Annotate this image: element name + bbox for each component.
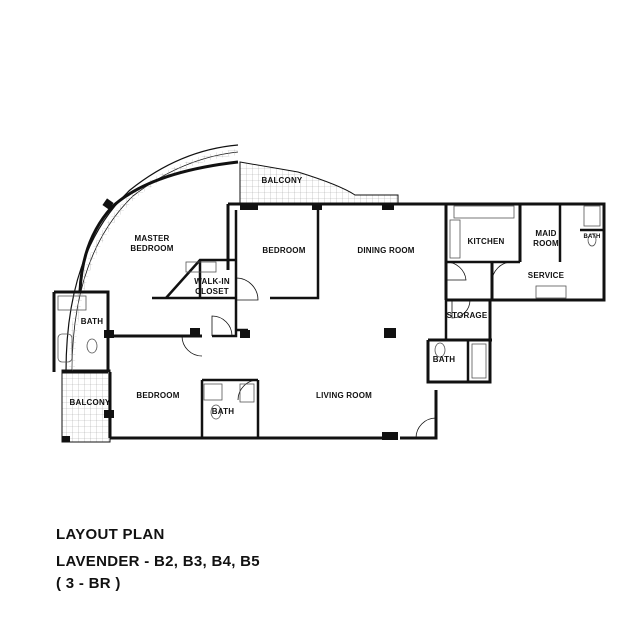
balcony-left-area (61, 369, 111, 443)
maid-room-label-line2: ROOM (533, 239, 559, 248)
bath-center-label: BATH (212, 407, 234, 416)
curved-balcony (65, 144, 239, 373)
balcony-top-area (239, 161, 399, 205)
caption-type: ( 3 - BR ) (56, 575, 121, 592)
walk-in-closet-label-line2: CLOSET (195, 287, 229, 296)
maid-bath-label: BATH (583, 234, 600, 240)
balcony-left-label: BALCONY (70, 398, 111, 407)
caption-title: LAYOUT PLAN (56, 526, 165, 543)
living-room-label: LIVING ROOM (316, 391, 372, 400)
columns (62, 204, 398, 442)
storage-label: STORAGE (447, 311, 488, 320)
interior-walls (152, 204, 604, 438)
kitchen-label: KITCHEN (468, 237, 505, 246)
service-label: SERVICE (528, 271, 565, 280)
doors (181, 261, 513, 439)
caption-units: LAVENDER - B2, B3, B4, B5 (56, 553, 260, 570)
bath-right-label: BATH (433, 355, 455, 364)
bedroom-upper-label: BEDROOM (262, 246, 305, 255)
dining-room-label: DINING ROOM (357, 246, 414, 255)
walk-in-closet-label-line1: WALK-IN (194, 277, 230, 286)
bedroom-lower-label: BEDROOM (136, 391, 179, 400)
maid-room-label-line1: MAID (535, 229, 556, 238)
master-bedroom-label-line2: BEDROOM (130, 244, 173, 253)
master-bedroom-label-line1: MASTER (135, 234, 170, 243)
fixtures (57, 205, 601, 420)
bath-left-label: BATH (81, 317, 103, 326)
balcony-top-label: BALCONY (262, 176, 303, 185)
